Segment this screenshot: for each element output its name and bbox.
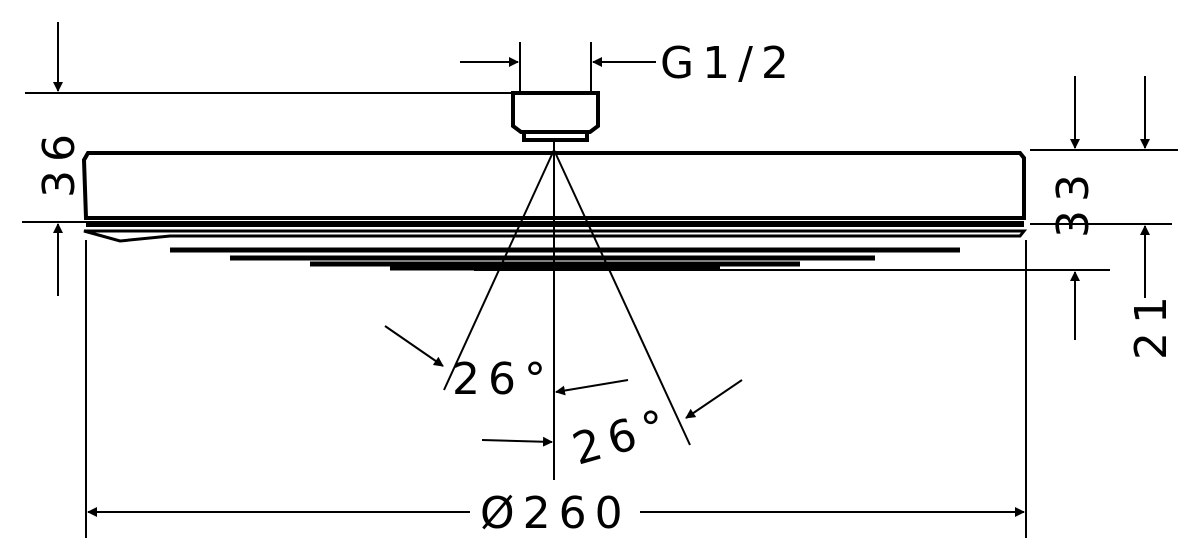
connector-nut: [511, 91, 600, 134]
label-lower-offset: 21: [1126, 288, 1177, 360]
label-diameter: Ø260: [480, 488, 631, 539]
label-spray-angle-left: 26°: [452, 354, 554, 405]
extension-lines: [22, 42, 1178, 538]
label-connection: G1/2: [660, 38, 797, 89]
label-overall-height: 36: [34, 126, 85, 198]
head-lower-plate: [83, 229, 1028, 243]
diameter-label-bg: [474, 488, 638, 532]
head-upper-plate: [81, 151, 1026, 220]
label-spray-angle-right: 26°: [567, 398, 679, 475]
spray-face: [170, 247, 960, 271]
dimension-arrows: [53, 22, 1150, 517]
label-head-height: 33: [1048, 166, 1099, 238]
